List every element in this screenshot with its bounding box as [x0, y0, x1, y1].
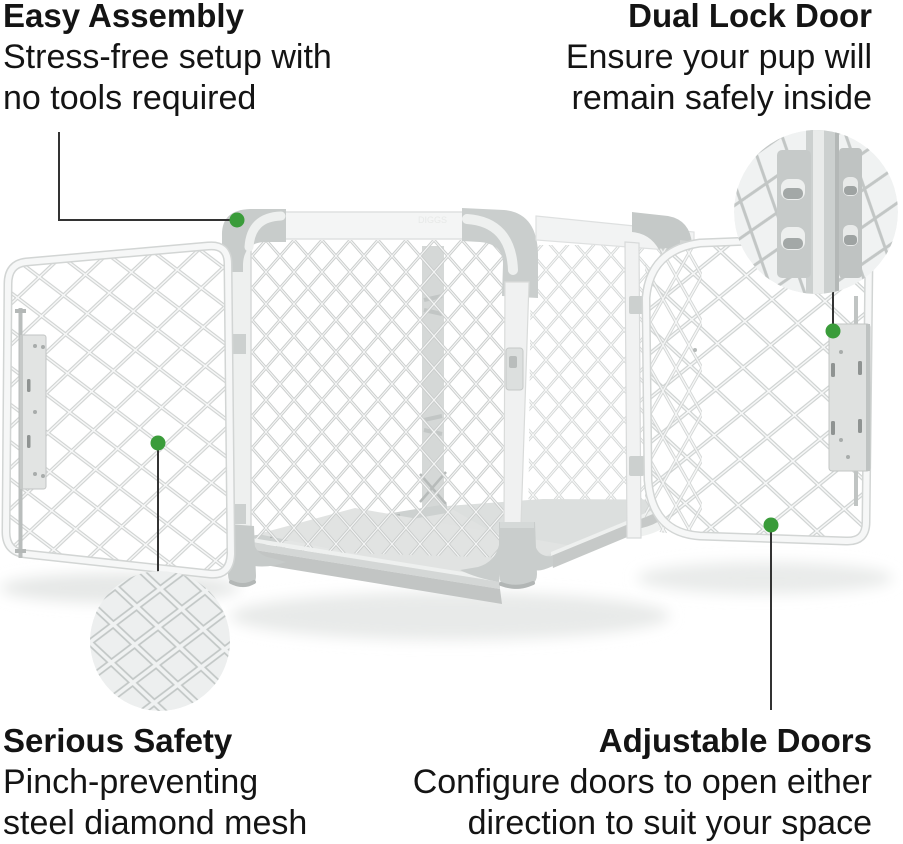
svg-text:DIGGS: DIGGS: [418, 215, 447, 225]
